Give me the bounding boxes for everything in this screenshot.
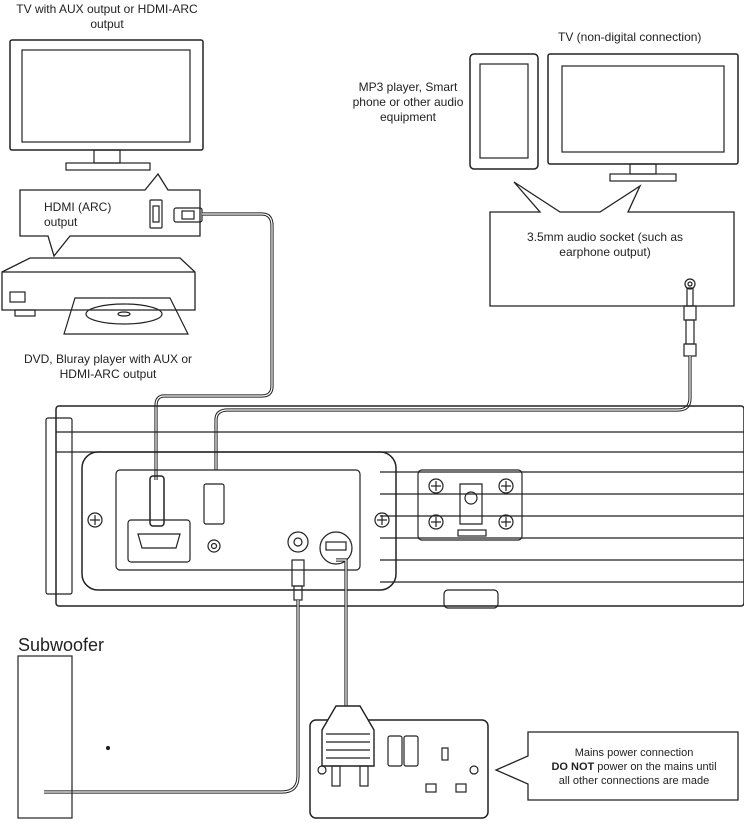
- soundbar-icon: [45, 405, 744, 609]
- subwoofer-icon: [17, 655, 111, 819]
- label-hdmi-arc: HDMI (ARC) output: [44, 200, 112, 229]
- hdmi-arc-callout-icon: [19, 172, 203, 258]
- tv-aux-icon: [9, 39, 204, 171]
- label-subwoofer: Subwoofer: [18, 635, 105, 655]
- label-audio-socket: 3.5mm audio socket (such as earphone out…: [526, 230, 684, 259]
- audio-socket-callout-icon: [489, 181, 735, 307]
- hdmi-cable: [154, 212, 274, 480]
- tv-nondigital-icon: [547, 53, 739, 182]
- mains-line-2: DO NOT power on the mains until: [532, 760, 736, 774]
- wall-socket-icon: [309, 705, 489, 819]
- label-mains-power: Mains power connection DO NOT power on t…: [532, 746, 736, 788]
- dvd-player-icon: [1, 257, 196, 335]
- label-tv-nondigital: TV (non-digital connection): [558, 30, 702, 44]
- mains-line-1: Mains power connection: [574, 747, 694, 759]
- label-dvd-player: DVD, Bluray player with AUX or HDMI-ARC …: [23, 352, 193, 381]
- mains-callout-icon: [494, 731, 739, 801]
- mains-line-3: all other connections are made: [558, 775, 710, 787]
- power-cable: [336, 558, 348, 708]
- mains-line-2-text: power on the mains until: [597, 761, 717, 773]
- label-tv-aux: TV with AUX output or HDMI-ARC output: [16, 2, 198, 31]
- mains-warning-bold: DO NOT: [551, 761, 595, 773]
- aux-cable: [214, 287, 697, 470]
- mp3-player-icon: [469, 53, 539, 170]
- label-mp3-player: MP3 player, Smart phone or other audio e…: [352, 80, 464, 124]
- subwoofer-cable: [44, 559, 305, 794]
